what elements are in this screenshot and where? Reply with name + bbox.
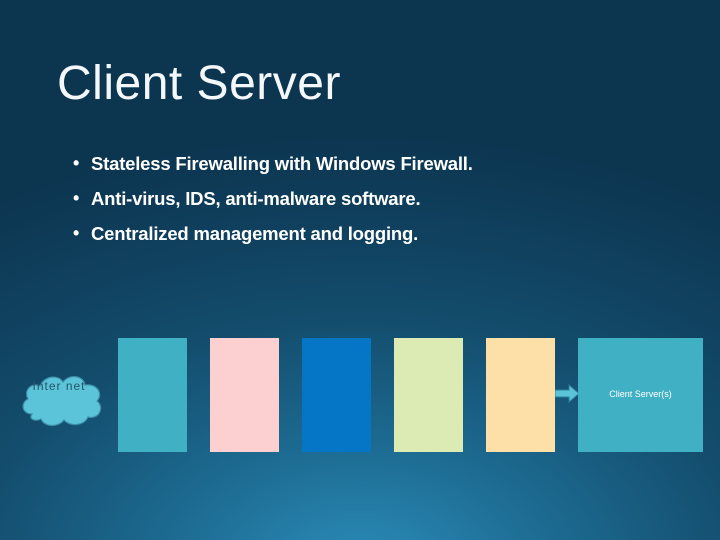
firewall-box-3 — [302, 338, 371, 452]
cloud-label: Inter net — [32, 379, 86, 393]
firewall-box-5 — [486, 338, 555, 452]
bullet-list: • Stateless Firewalling with Windows Fire… — [70, 146, 473, 251]
bullet-dot-icon: • — [73, 223, 80, 243]
client-server-label: Client Server(s) — [609, 389, 672, 399]
bullet-dot-icon: • — [73, 153, 80, 173]
bullet-item: • Centralized management and logging. — [70, 216, 473, 251]
slide-title: Client Server — [57, 57, 341, 110]
bullet-text: Centralized management and logging. — [91, 223, 419, 244]
bullet-item: • Anti-virus, IDS, anti-malware software. — [70, 181, 473, 216]
firewall-box-2 — [210, 338, 279, 452]
client-server-box — [578, 338, 703, 452]
firewall-box-4 — [394, 338, 463, 452]
bullet-text: Anti-virus, IDS, anti-malware software. — [91, 188, 421, 209]
firewall-box-1 — [118, 338, 187, 452]
right-arrow-icon — [555, 383, 580, 404]
bullet-item: • Stateless Firewalling with Windows Fire… — [70, 146, 473, 181]
internet-cloud-icon — [22, 376, 102, 427]
bullet-dot-icon: • — [73, 188, 80, 208]
bullet-text: Stateless Firewalling with Windows Firew… — [91, 153, 473, 174]
